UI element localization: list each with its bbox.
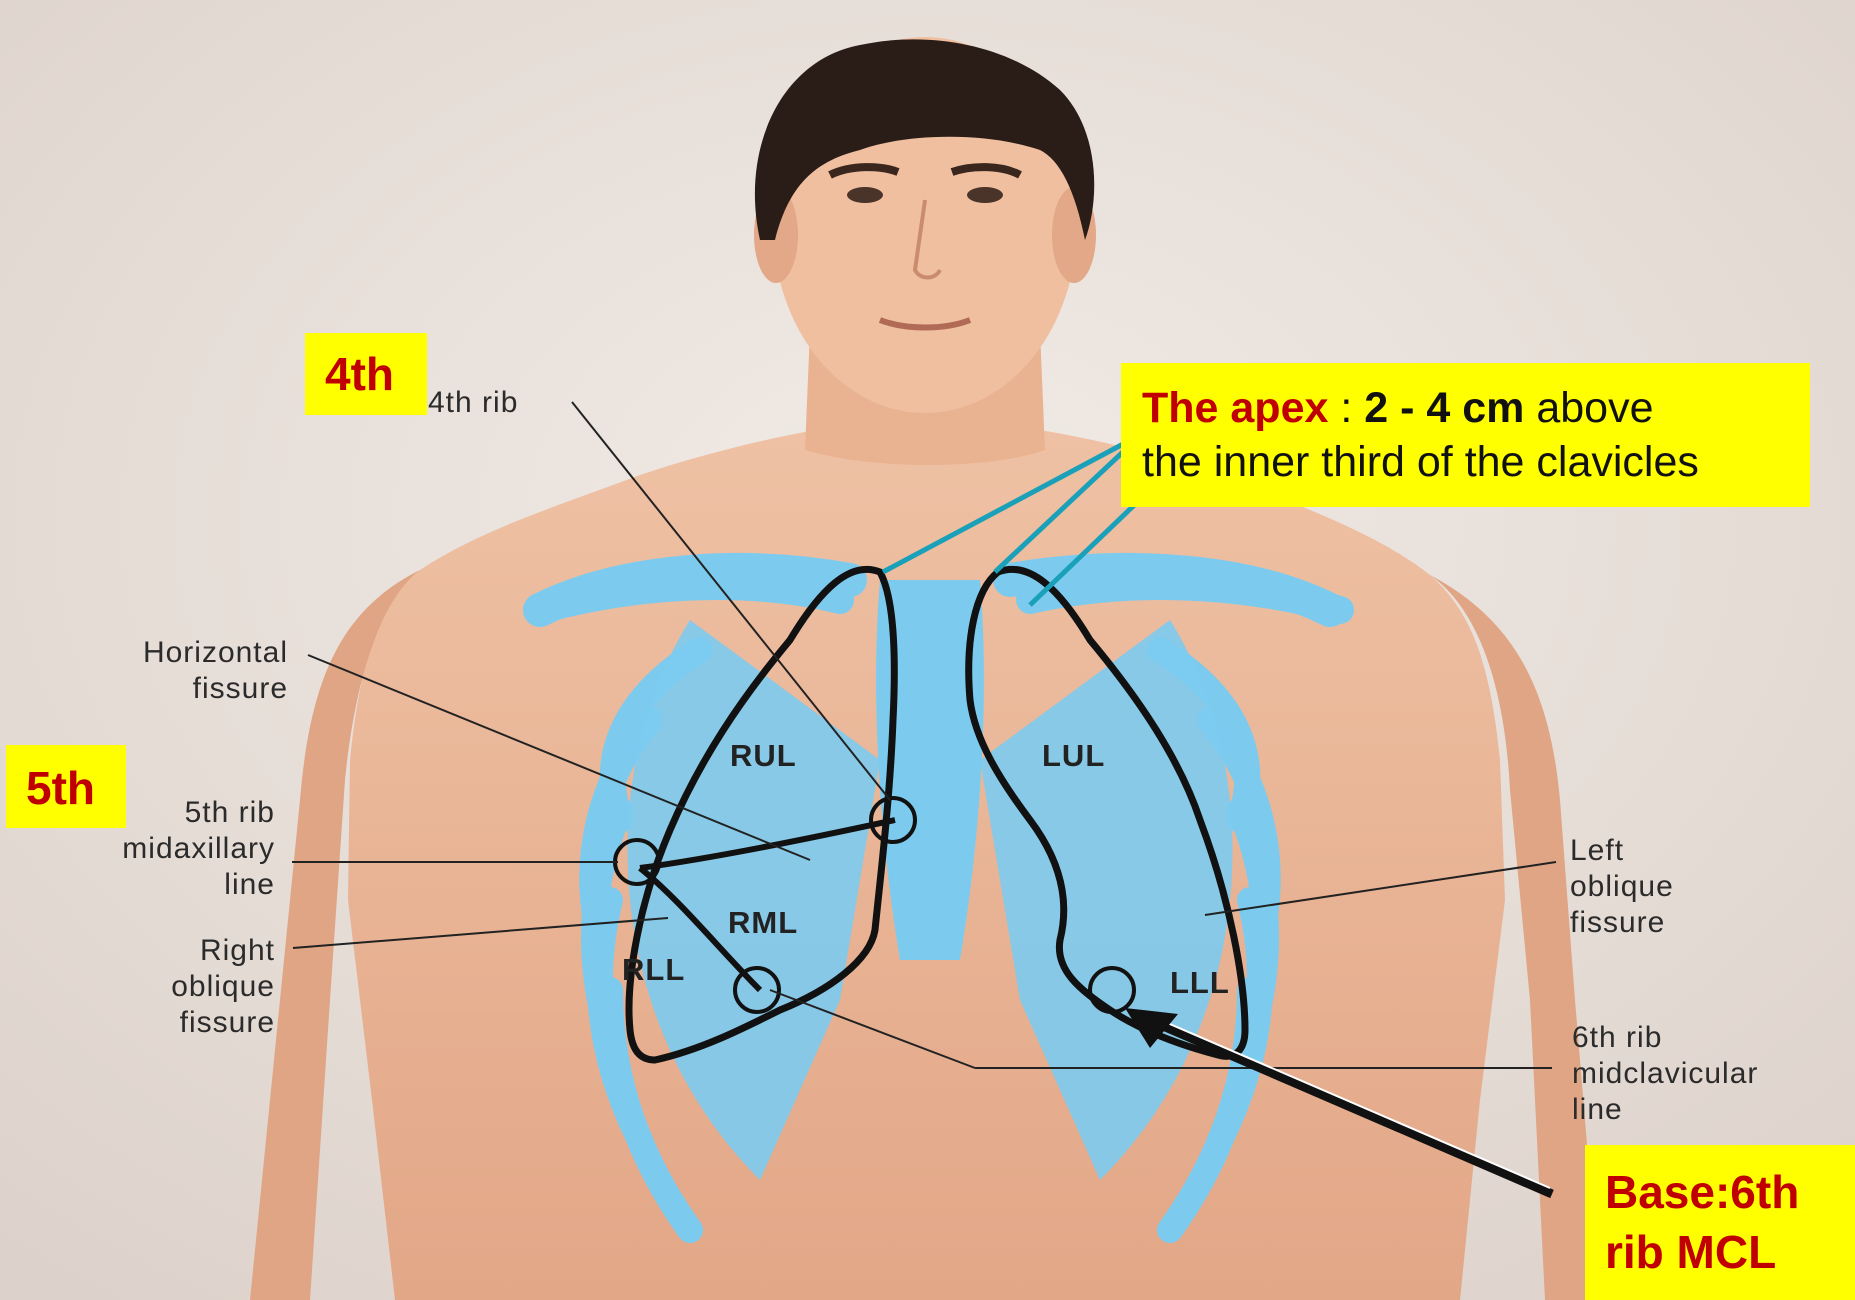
callout-4th: 4th [305, 333, 427, 415]
right-eye [847, 187, 883, 203]
label-5th-rib-3: line [70, 867, 275, 903]
label-left-oblique-1: Left [1570, 833, 1624, 869]
lobe-lul: LUL [1042, 738, 1105, 774]
label-left-oblique-3: fissure [1570, 905, 1665, 941]
apex-line1-rest: above [1524, 384, 1653, 432]
label-4th-rib: 4th rib [428, 385, 518, 421]
callout-4th-text: 4th [325, 347, 394, 401]
lobe-rul: RUL [730, 738, 797, 774]
apex-line-1: The apex : 2 - 4 cm above [1142, 381, 1810, 435]
callout-5th-text: 5th [26, 761, 95, 815]
label-right-oblique-1: Right [70, 933, 275, 969]
label-6th-rib-2: midclavicular [1572, 1056, 1758, 1092]
callout-5th: 5th [6, 745, 126, 828]
apex-measure: 2 - 4 cm [1364, 384, 1524, 432]
apex-line-2: the inner third of the clavicles [1142, 435, 1810, 489]
label-5th-rib-2: midaxillary [40, 831, 275, 867]
callout-base: Base:6th rib MCL [1585, 1145, 1855, 1300]
label-right-oblique-2: oblique [70, 969, 275, 1005]
lobe-rll: RLL [622, 952, 685, 988]
label-left-oblique-2: oblique [1570, 869, 1674, 905]
lobe-lll: LLL [1170, 965, 1230, 1001]
apex-sep: : [1328, 384, 1364, 432]
lobe-rml: RML [728, 905, 798, 941]
base-line-2: rib MCL [1605, 1225, 1776, 1279]
label-horizontal-fissure-1: Horizontal [70, 635, 288, 671]
apex-title: The apex [1142, 384, 1328, 432]
label-6th-rib-3: line [1572, 1092, 1623, 1128]
callout-apex: The apex : 2 - 4 cm above the inner thir… [1121, 363, 1810, 507]
left-eye [967, 187, 1003, 203]
base-line-1: Base:6th [1605, 1165, 1799, 1219]
label-right-oblique-3: fissure [70, 1005, 275, 1041]
label-6th-rib-1: 6th rib [1572, 1020, 1662, 1056]
label-horizontal-fissure-2: fissure [70, 671, 288, 707]
